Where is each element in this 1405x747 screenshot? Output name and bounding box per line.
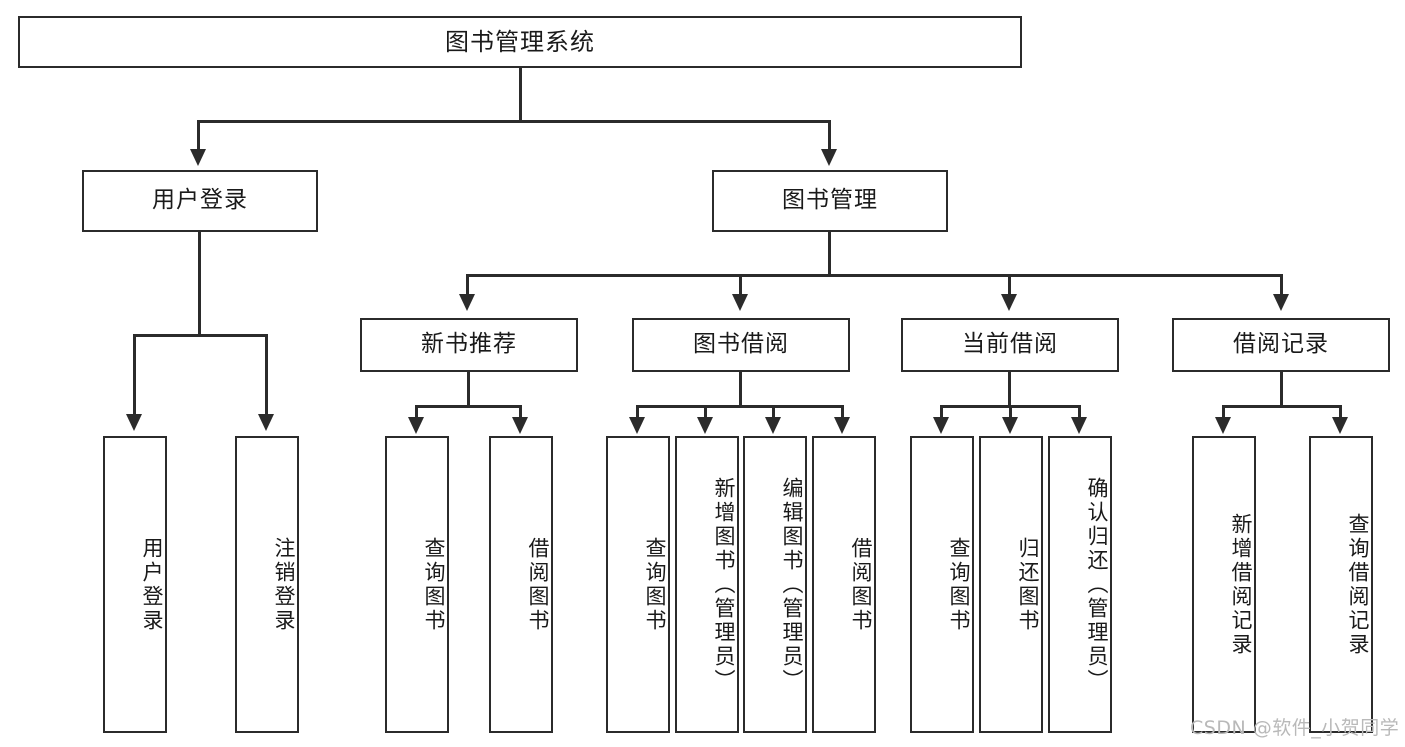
node-label: 编辑图书（管理员） [780,476,804,693]
leaf-new-book-recommend-1[interactable]: 借阅图书 [489,436,553,733]
node-book-management[interactable]: 图书管理 [712,170,948,232]
node-borrow-record[interactable]: 借阅记录 [1172,318,1390,372]
edge-book-borrow-stem [739,372,742,407]
node-root-book-management-system[interactable]: 图书管理系统 [18,16,1022,68]
arrow-current-borrow-to-leaf-1 [1002,417,1018,434]
edge-new-book-stem [467,372,470,407]
edge-current-borrow-to-leaf-1 [1009,405,1012,419]
edge-bm-to-current-borrow [1008,274,1011,296]
leaf-user-login-1[interactable]: 注销登录 [235,436,299,733]
edge-bm-to-new-book [466,274,469,296]
node-label: 图书管理系统 [445,27,595,56]
edge-book-management-bus [466,274,1283,277]
edge-bm-to-borrow-record [1280,274,1283,296]
edge-book-borrow-to-leaf-3 [841,405,844,419]
edge-book-borrow-to-leaf-1 [704,405,707,419]
leaf-current-borrow-2[interactable]: 确认归还（管理员） [1048,436,1112,733]
node-label: 借阅图书 [526,536,550,633]
edge-current-borrow-stem [1008,372,1011,407]
edge-root-to-book-management [828,120,831,151]
node-label: 图书借阅 [693,331,789,358]
arrow-book-borrow-to-leaf-2 [765,417,781,434]
edge-borrow-record-bus [1222,405,1342,408]
arrow-book-borrow-to-leaf-0 [629,417,645,434]
edge-current-borrow-to-leaf-2 [1078,405,1081,419]
arrow-book-borrow-to-leaf-3 [834,417,850,434]
edge-borrow-record-stem [1280,372,1283,407]
arrow-bm-to-current-borrow [1001,294,1017,311]
node-label: 注销登录 [272,536,296,633]
node-new-book-recommend[interactable]: 新书推荐 [360,318,578,372]
arrow-root-to-user-login [190,149,206,166]
leaf-current-borrow-1[interactable]: 归还图书 [979,436,1043,733]
arrow-current-borrow-to-leaf-0 [933,417,949,434]
leaf-new-book-recommend-0[interactable]: 查询图书 [385,436,449,733]
edge-book-borrow-to-leaf-2 [772,405,775,419]
node-label: 新增借阅记录 [1229,512,1253,657]
leaf-borrow-record-0[interactable]: 新增借阅记录 [1192,436,1256,733]
node-label: 借阅记录 [1233,331,1329,358]
arrow-book-borrow-to-leaf-1 [697,417,713,434]
arrow-borrow-record-to-leaf-1 [1332,417,1348,434]
node-label: 查询图书 [422,536,446,633]
leaf-book-borrow-2[interactable]: 编辑图书（管理员） [743,436,807,733]
node-label: 查询图书 [643,536,667,633]
edge-book-borrow-bus [636,405,844,408]
leaf-book-borrow-0[interactable]: 查询图书 [606,436,670,733]
edge-book-management-stem [828,232,831,276]
arrow-bm-to-borrow-record [1273,294,1289,311]
edge-root-to-user-login [197,120,200,151]
edge-user-login-to-leaf-1 [265,334,268,416]
edge-new-book-to-leaf-0 [415,405,418,419]
node-label: 归还图书 [1016,536,1040,633]
arrow-bm-to-book-borrow [732,294,748,311]
edge-root-stem [519,68,522,122]
node-user-login[interactable]: 用户登录 [82,170,318,232]
arrow-new-book-to-leaf-0 [408,417,424,434]
edge-bm-to-book-borrow [739,274,742,296]
leaf-borrow-record-1[interactable]: 查询借阅记录 [1309,436,1373,733]
arrow-user-login-to-leaf-0 [126,414,142,431]
edge-user-login-bus [133,334,268,337]
node-label: 借阅图书 [849,536,873,633]
leaf-current-borrow-0[interactable]: 查询图书 [910,436,974,733]
arrow-current-borrow-to-leaf-2 [1071,417,1087,434]
edge-new-book-to-leaf-1 [519,405,522,419]
edge-book-borrow-to-leaf-0 [636,405,639,419]
node-label: 确认归还（管理员） [1085,476,1109,693]
node-book-borrow[interactable]: 图书借阅 [632,318,850,372]
leaf-book-borrow-3[interactable]: 借阅图书 [812,436,876,733]
node-label: 查询图书 [947,536,971,633]
node-label: 查询借阅记录 [1346,512,1370,657]
edge-borrow-record-to-leaf-1 [1339,405,1342,419]
edge-new-book-bus [415,405,522,408]
node-label: 图书管理 [782,187,878,214]
arrow-bm-to-new-book [459,294,475,311]
node-label: 新书推荐 [421,331,517,358]
node-current-borrow[interactable]: 当前借阅 [901,318,1119,372]
node-label: 当前借阅 [962,331,1058,358]
arrow-new-book-to-leaf-1 [512,417,528,434]
leaf-user-login-0[interactable]: 用户登录 [103,436,167,733]
edge-user-login-stem [198,232,201,336]
node-label: 用户登录 [152,187,248,214]
leaf-book-borrow-1[interactable]: 新增图书（管理员） [675,436,739,733]
arrow-root-to-book-management [821,149,837,166]
node-label: 用户登录 [140,536,164,633]
arrow-borrow-record-to-leaf-0 [1215,417,1231,434]
node-label: 新增图书（管理员） [712,476,736,693]
edge-user-login-to-leaf-0 [133,334,136,416]
edge-root-bus [197,120,831,123]
edge-current-borrow-to-leaf-0 [940,405,943,419]
arrow-user-login-to-leaf-1 [258,414,274,431]
edge-borrow-record-to-leaf-0 [1222,405,1225,419]
